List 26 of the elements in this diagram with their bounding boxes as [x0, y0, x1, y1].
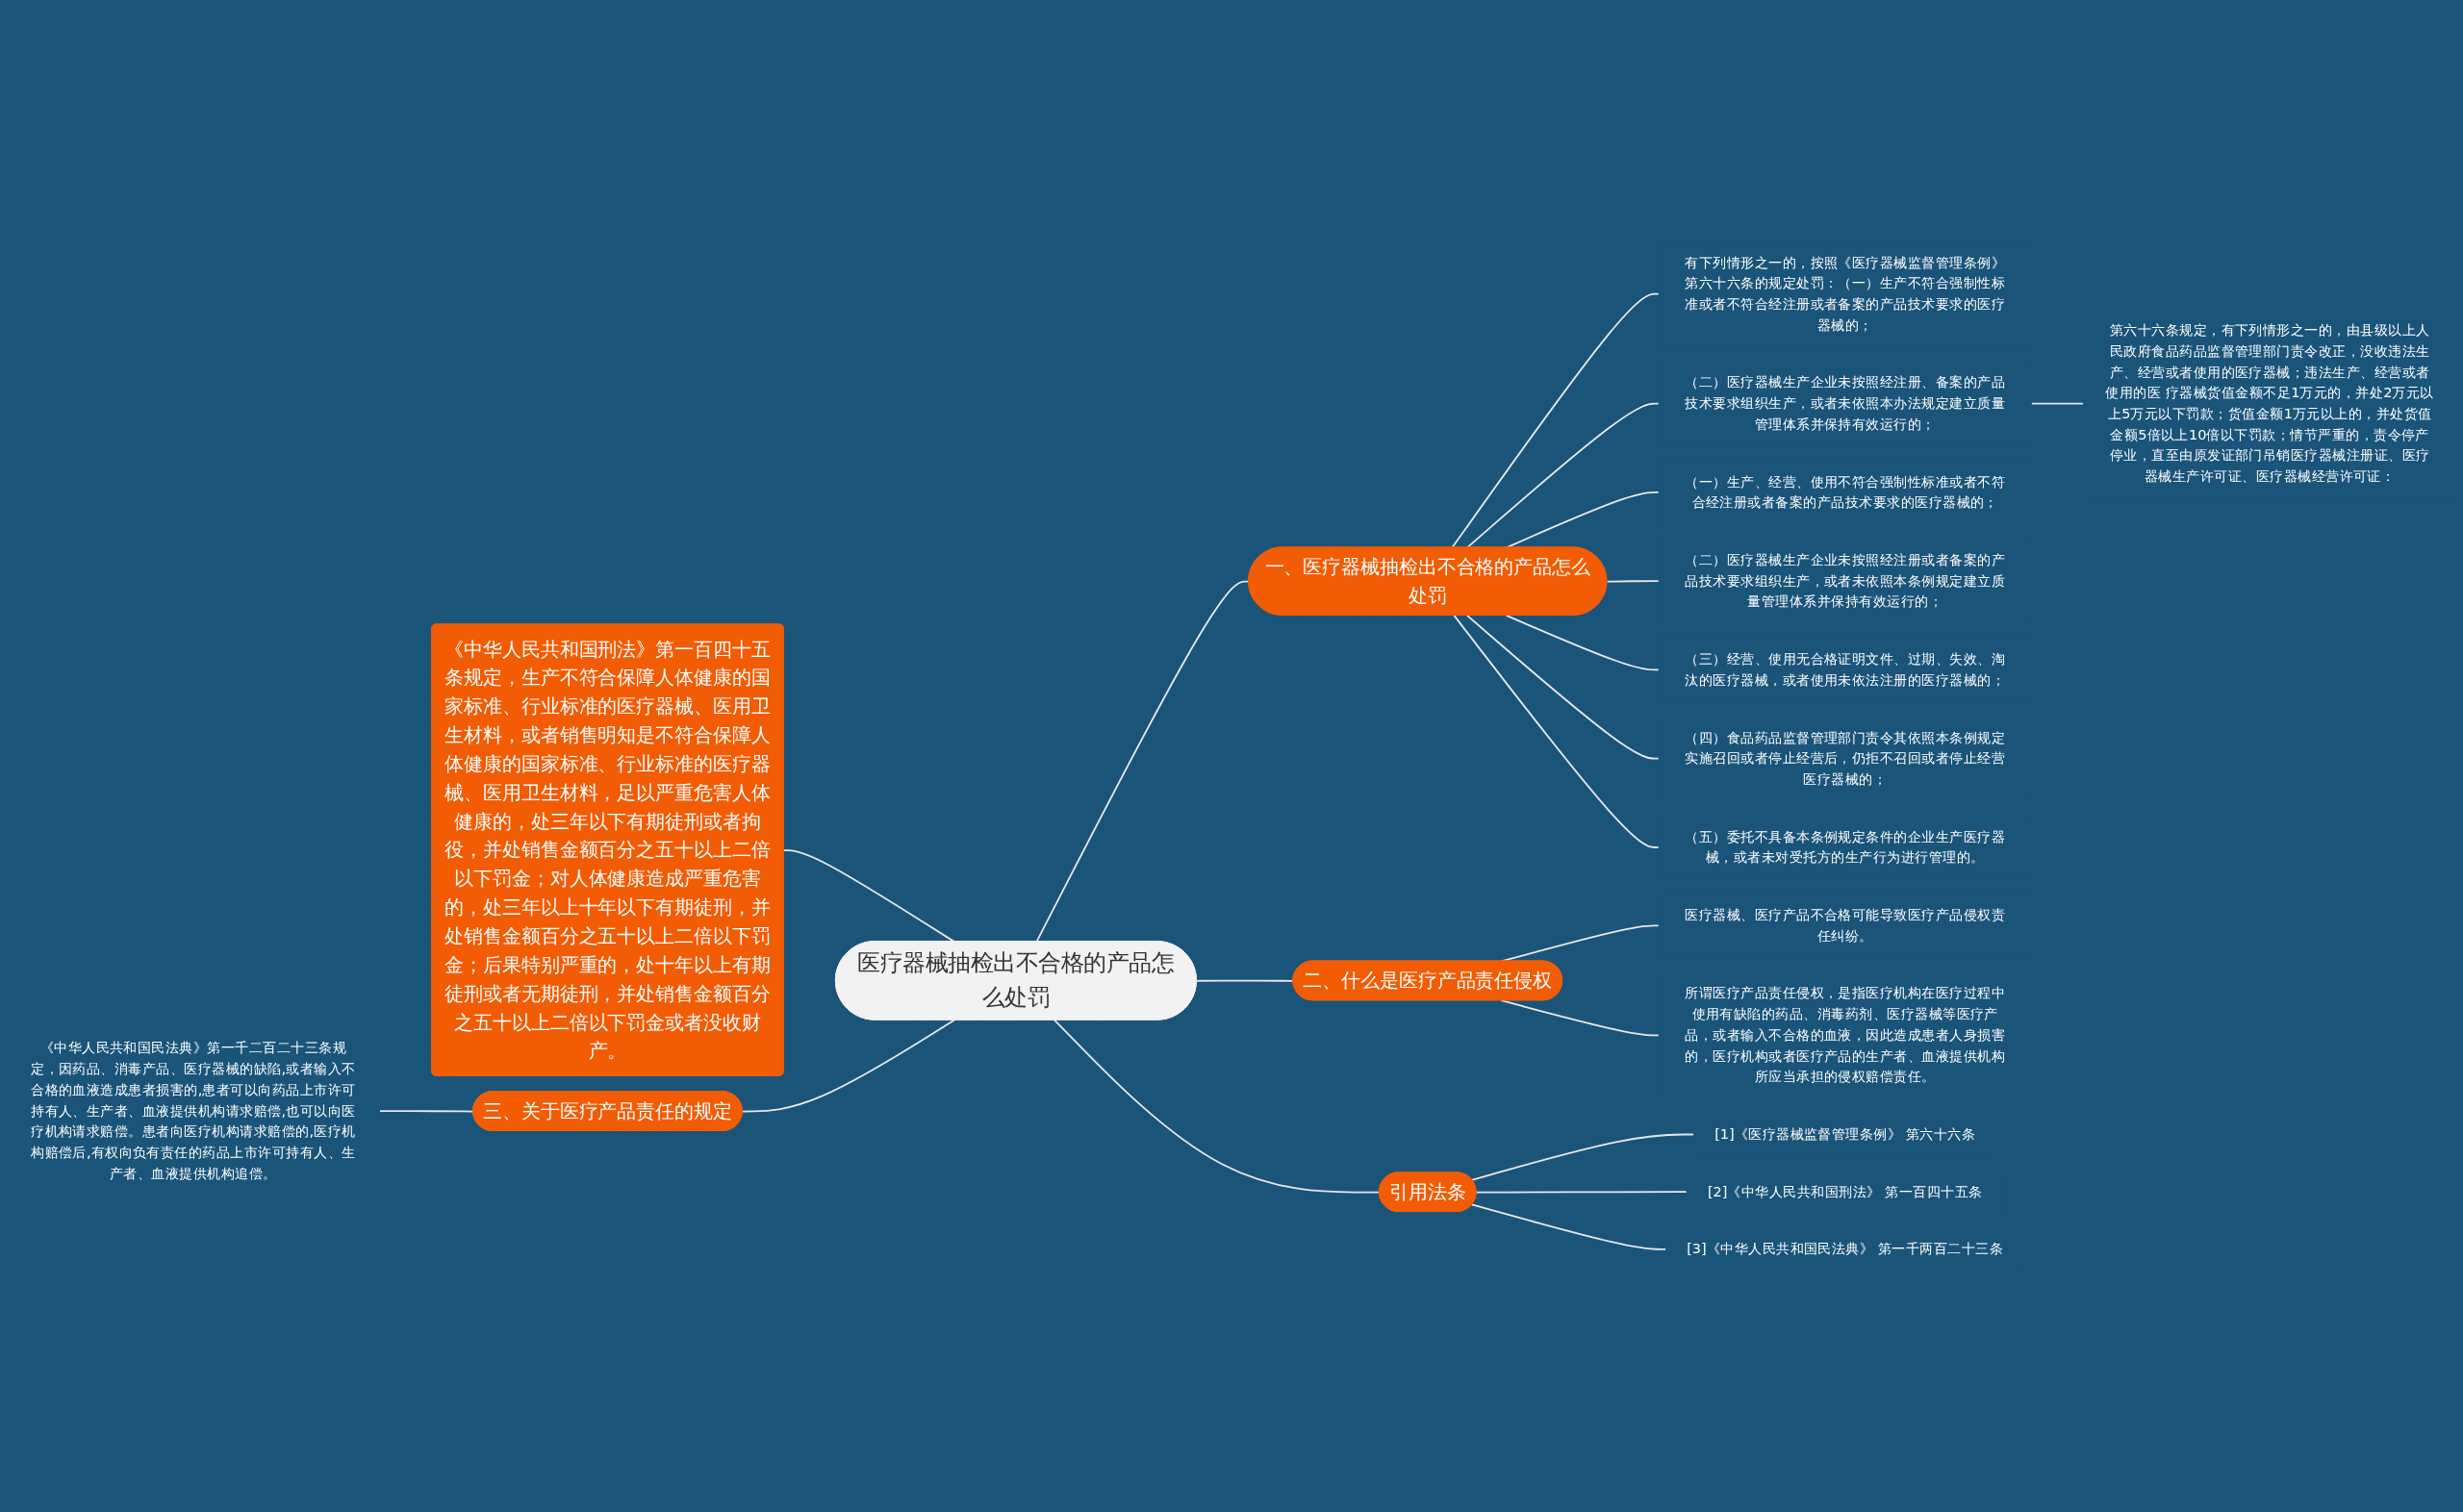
connector [1606, 580, 1661, 583]
connector [1475, 1191, 1689, 1194]
node-text: 医疗器械、医疗产品不合格可能导致医疗产品侵权责任纠纷。 [1685, 906, 2006, 945]
node-text: （二）医疗器械生产企业未按照经注册或者备案的产品技术要求组织生产，或者未依照本条例规定建立质量管理体系并保持有效运行的； [1685, 551, 2006, 611]
connector [1471, 1203, 1667, 1250]
node-text: [1]《医疗器械监督管理条例》 第六十六条 [1714, 1125, 1976, 1143]
node-text: （二）医疗器械生产企业未按照经注册、备案的产品技术要求组织生产，或者未依照本办法规定建立质量管理体系并保持有效运行的； [1685, 373, 2006, 433]
node-text: 《中华人民共和国民法典》第一千二百二十三条规定，因药品、消毒产品、医疗器械的缺陷,或者输入不合格的血液造成患者损害的,患者可以向药品上市许可持有人、生产者、血液提供机构请求赔偿,也可以向医疗机构请求赔偿。患者向医疗机构请求赔偿的,医疗机构赔偿后,有权向负有责任的药品上市许可持有人、生产者、血液提供机构追偿。 [31, 1039, 356, 1182]
connector [1054, 1019, 1381, 1194]
connector [2030, 402, 2085, 405]
node-text: （四）食品药品监督管理部门责令其依照本条例规定实施召回或者停止经营后，仍拒不召回或者停止经营医疗器械的； [1685, 728, 2006, 788]
node-text: （三）经营、使用无合格证明文件、过期、失效、淘汰的医疗器械，或者使用未依法注册的医疗器械的； [1685, 650, 2006, 689]
connector [741, 1019, 955, 1113]
node-text: （一）生产、经营、使用不符合强制性标准或者不符合经注册或者备案的产品技术要求的医疗器械的； [1685, 473, 2006, 511]
node-text: [3]《中华人民共和国民法典》 第一千两百二十三条 [1687, 1240, 2004, 1258]
connector [378, 1110, 474, 1113]
connector [1471, 1133, 1695, 1181]
node-text: （五）委托不具备本条例规定条件的企业生产医疗器械，或者未对受托方的生产行为进行管理的。 [1685, 828, 2006, 866]
node-text: 第六十六条规定，有下列情形之一的，由县级以上人民政府食品药品监督管理部门责令改正，没收违法生产、经营或者使用的医疗器械；违法生产、经营或者使用的医 疗器械货值金额不足1万元的，并处2万元以上5万元以下罚款；货值金额1万元以上的，并处货值金额5倍以上10倍以下罚款；情节严重的，责令停产停业，直至由原发证部门吊销医疗器械注册证、医疗器械生产许可证、医疗器械经营许可证： [2105, 321, 2434, 485]
connector [1500, 999, 1661, 1037]
connector [1453, 615, 1661, 848]
connector [1505, 615, 1661, 671]
connector [1466, 615, 1661, 760]
node-text: 有下列情形之一的，按照《医疗器械监督管理条例》第六十六条的规定处罚：（一）生产不符合强制性标准或者不符合经注册或者备案的产品技术要求的医疗器械的； [1685, 254, 2006, 334]
node-text: [2]《中华人民共和国刑法》 第一百四十五条 [1707, 1183, 1983, 1200]
node-text: 所谓医疗产品责任侵权，是指医疗机构在医疗过程中使用有缺陷的药品、消毒药剂、医疗器械等医疗产品，或者输入不合格的血液，因此造成患者人身损害的，医疗机构或者医疗产品的生产者、血液提供机构所应当承担的侵权赔偿责任。 [1685, 984, 2006, 1085]
